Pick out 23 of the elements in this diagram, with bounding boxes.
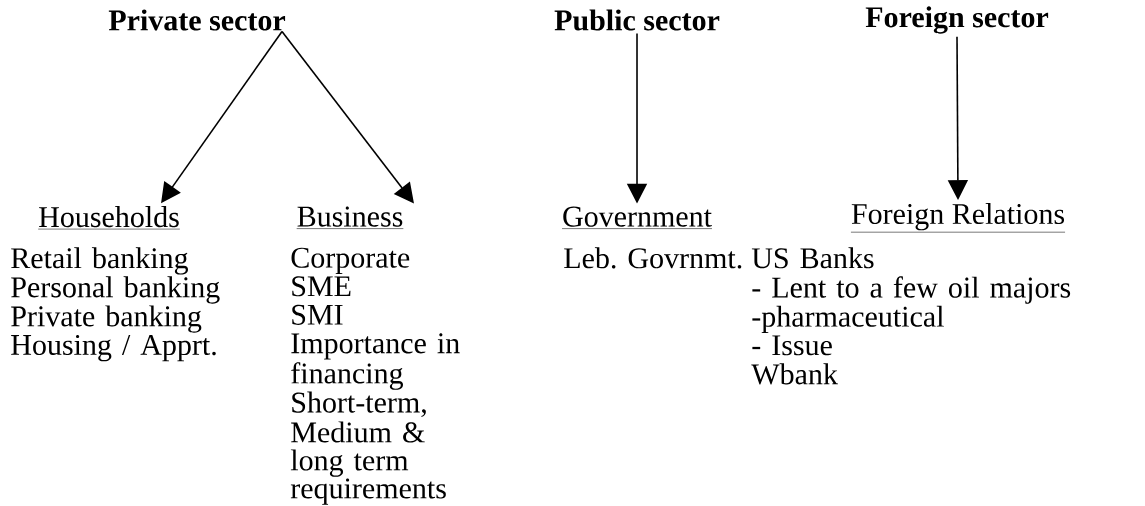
category-heading: Business bbox=[296, 206, 404, 229]
list-item: Corporate bbox=[291, 247, 410, 274]
sector-heading: Foreign sector bbox=[865, 6, 1049, 34]
category-heading: Households bbox=[37, 206, 181, 230]
list-item: - Issue bbox=[752, 335, 832, 356]
list-item: Private banking bbox=[11, 305, 202, 333]
category-heading: Government bbox=[561, 206, 713, 229]
list-item: US Banks bbox=[751, 247, 874, 269]
category-heading: Foreign Relations bbox=[850, 203, 1066, 233]
list-item: -pharmaceutical bbox=[752, 305, 944, 333]
list-item: SMI bbox=[292, 304, 343, 325]
list-item: - Lent to a few oil majors bbox=[752, 276, 1071, 304]
list-item: Short-term, Medium & long term requirements bbox=[290, 391, 446, 505]
arrow bbox=[281, 30, 414, 204]
list-item: Importance in financing bbox=[291, 333, 460, 390]
list-item: Personal banking bbox=[11, 276, 220, 304]
list-item: Retail banking bbox=[11, 247, 189, 275]
sector-heading: Public sector bbox=[554, 9, 720, 31]
list-item: SME bbox=[292, 276, 351, 297]
sector-heading: Private sector bbox=[108, 9, 286, 31]
list-item: Housing / Apprt. bbox=[11, 334, 216, 362]
list-item: Leb. Govrnmt. bbox=[564, 247, 742, 269]
list-item: Wbank bbox=[751, 363, 838, 385]
